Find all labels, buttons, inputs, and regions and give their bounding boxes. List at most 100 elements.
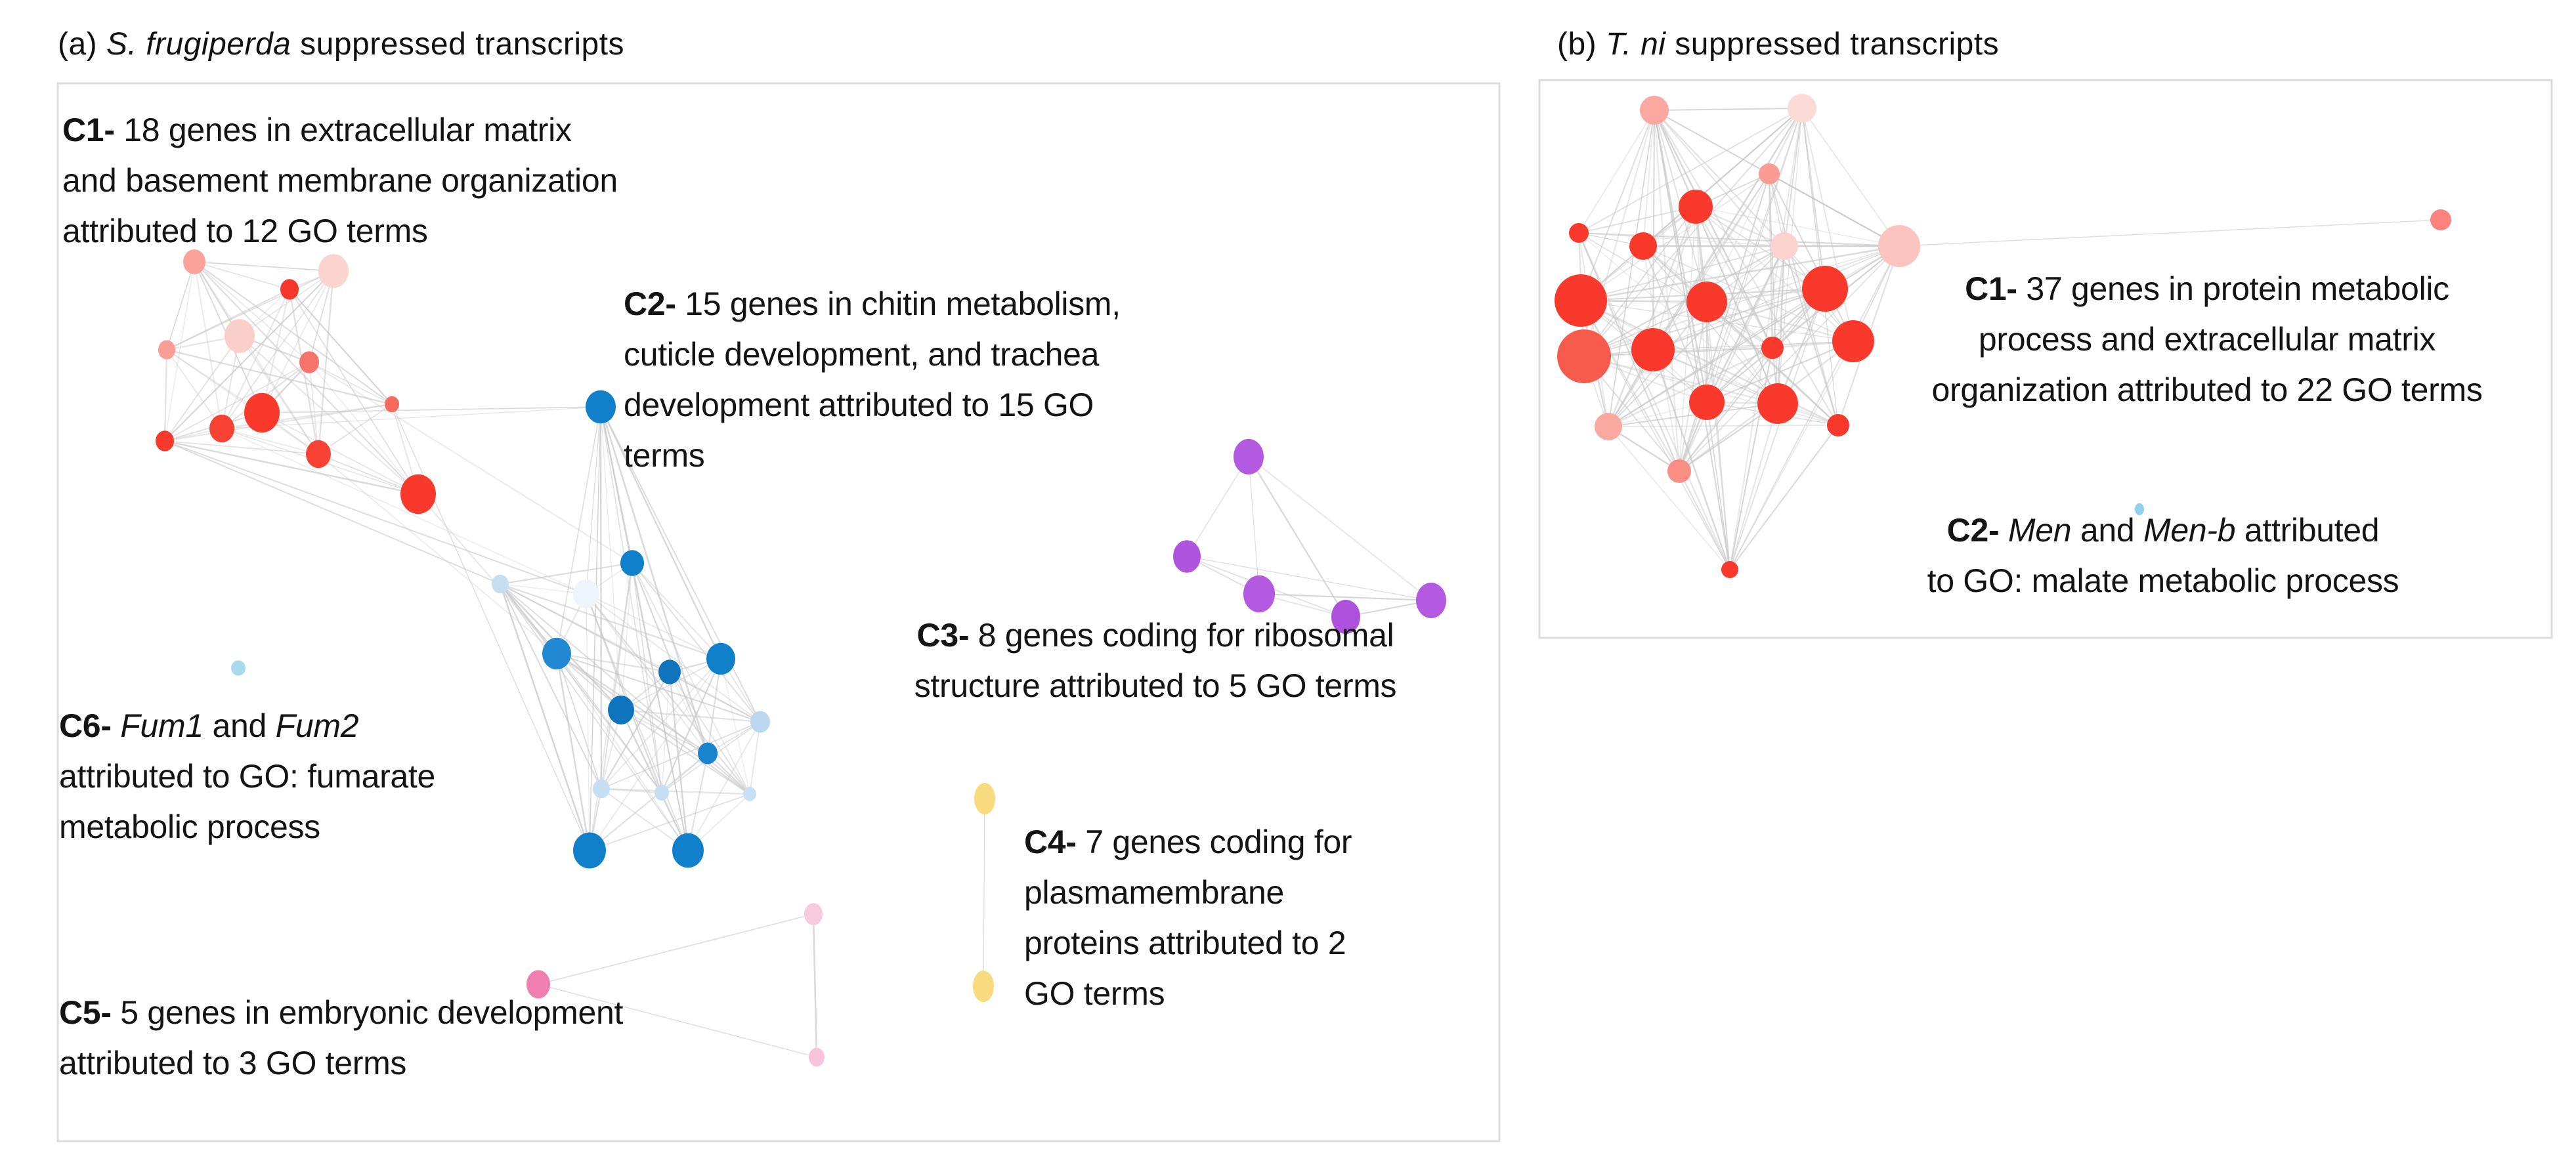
label-text: 15 genes in chitin metabolism, [685, 285, 1121, 322]
node-pink-a-2 [809, 1047, 825, 1067]
network-edge [586, 593, 721, 659]
network-edge [1578, 232, 1778, 404]
node-red-b-2 [1759, 163, 1780, 184]
network-edge [586, 593, 689, 851]
network-edge [164, 440, 419, 495]
network-edge [586, 406, 601, 595]
network-edge [1578, 206, 1696, 234]
network-edge [599, 406, 709, 754]
cluster-label-prefix: C1- [62, 112, 124, 148]
network-edge [538, 984, 817, 1058]
network-edge [309, 362, 633, 564]
network-edge [589, 406, 601, 851]
network-edge [1706, 301, 1778, 404]
network-edge [1578, 108, 1803, 234]
label-text: (b) [1557, 27, 1606, 62]
network-edge [720, 658, 750, 795]
network-edge [1706, 301, 1730, 570]
network-edge [668, 671, 689, 851]
network-edge [221, 289, 291, 429]
network-edge [309, 362, 419, 495]
network-edge [1642, 245, 1854, 342]
network-edge [288, 289, 320, 455]
node-dot-c6-0 [231, 660, 246, 676]
network-edge [1583, 206, 1696, 357]
cluster-label-prefix: C3- [916, 617, 978, 654]
network-edge [1608, 110, 1655, 427]
network-edge [1608, 426, 1730, 570]
network-edge [194, 261, 319, 455]
network-edge [318, 453, 557, 654]
annotation-line: C2- Men and Men-b attributed [1927, 505, 2399, 556]
annotation-line: C1- 37 genes in protein metabolic [1931, 264, 2482, 314]
node-red-b-9 [1802, 266, 1848, 312]
node-red-b-16 [1757, 383, 1798, 424]
label-text: 37 genes in protein metabolic [2026, 270, 2449, 307]
network-edge [620, 709, 750, 795]
network-edge [589, 658, 721, 851]
node-red-b-15 [1689, 385, 1725, 420]
annotation-line: C3- 8 genes coding for ribosomal [914, 610, 1397, 661]
network-edge [221, 428, 587, 595]
network-edge [1578, 232, 1900, 247]
node-blue-a-2 [573, 579, 599, 608]
label-text: suppressed transcripts [291, 27, 625, 62]
label-text: 18 genes in extracellular matrix [123, 112, 572, 148]
label-text: and basement membrane organization [62, 162, 618, 199]
network-edge [1580, 110, 1655, 301]
label-text: development attributed to 15 GO [624, 387, 1094, 423]
cluster-label-prefix: C5- [59, 994, 121, 1031]
network-edge [538, 913, 814, 985]
cluster-label-prefix: C1- [1965, 270, 2027, 307]
network-edge [556, 652, 670, 673]
label-text: to GO: malate metabolic process [1927, 562, 2399, 599]
annotation-line: terms [624, 430, 1121, 481]
label-text: 8 genes coding for ribosomal [977, 617, 1394, 654]
network-edge [1801, 108, 1900, 247]
network-edge [164, 440, 501, 585]
network-edge [1769, 173, 1854, 342]
node-blue-a-1 [620, 550, 644, 576]
network-edge [289, 289, 419, 495]
node-red-a-0 [183, 249, 205, 274]
network-edge [1583, 355, 1778, 405]
network-edge [1678, 173, 1771, 472]
network-edge [1608, 346, 1773, 428]
network-edge [1769, 173, 1900, 247]
network-edge [601, 658, 721, 789]
network-edge [500, 562, 633, 585]
label-text: structure attributed to 5 GO terms [914, 667, 1397, 704]
network-edge [1695, 206, 1854, 342]
node-blue-a-12 [743, 787, 756, 801]
node-red-b-18 [1595, 413, 1622, 440]
label-text: proteins attributed to 2 [1024, 925, 1346, 961]
network-edge [556, 406, 601, 654]
node-red-b-19 [1667, 459, 1691, 483]
network-edge [1580, 245, 1900, 302]
network-edge [289, 289, 393, 405]
network-edge [317, 270, 335, 455]
node-purple-a-1 [1173, 540, 1201, 573]
network-edge [1695, 206, 1900, 247]
network-edge [1652, 287, 1826, 351]
network-edge [632, 562, 689, 851]
annotation-line: structure attributed to 5 GO terms [914, 661, 1397, 711]
node-purple-a-4 [1416, 582, 1446, 619]
network-edge [1654, 107, 1803, 112]
network-edge [166, 348, 393, 406]
network-edge [600, 406, 761, 722]
label-text: 5 genes in embryonic development [120, 994, 624, 1031]
node-red-b-4 [1569, 223, 1589, 243]
network-edge [1679, 206, 1696, 472]
node-red-b-13 [1761, 337, 1784, 359]
network-edge [239, 335, 419, 495]
network-edge [601, 787, 662, 794]
network-edge [1652, 173, 1770, 350]
network-edge [1608, 288, 1826, 427]
label-text: plasmamembrane [1024, 874, 1284, 911]
network-edge [1728, 403, 1779, 570]
annotation-line: attributed to 3 GO terms [59, 1038, 623, 1089]
